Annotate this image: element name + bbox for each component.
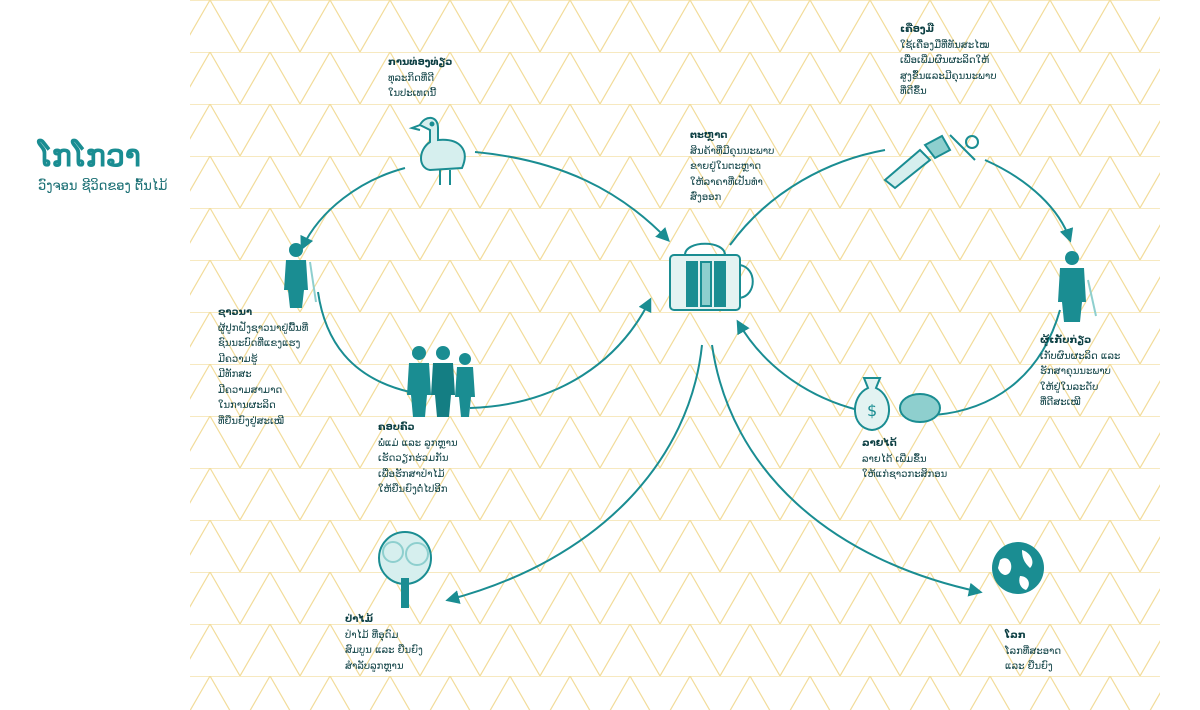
label-line: ເພື່ອເພີ່ມຜົນຜະລິດໃຫ້ [900,55,990,66]
svg-text:$: $ [867,401,877,420]
label-line: ໃນການຜະລິດ [218,400,276,411]
diagram-title: ໂກໂກວາ [38,139,141,174]
diagram-subtitle: ວົງຈອນ ຊີວິດຂອງ ຕົ້ນໄມ້ [38,179,168,194]
market-basket-icon [669,242,754,311]
label-line: ປ່າໄມ້ ທີ່ອຸດົມ [345,629,399,641]
label-line: ມີຄວາມສາມາດ [218,384,283,396]
goose-icon [408,116,466,185]
label-tree-head: ປ່າໄມ້ [345,614,374,625]
label-money-head: ລາຍໄດ້ [862,438,897,449]
arrow-market-to-globe [711,344,983,597]
label-line: ທີ່ດີສະເໝີ [1040,397,1081,408]
label-line: ທີ່ດີຂຶ້ນ [900,86,927,97]
label-line: ເຮັດວຽກຮ່ວມກັນ [378,453,449,464]
arrow-money-to-market [736,319,859,411]
label-center-head: ຕະຫຼາດ [690,130,728,141]
tools-icon [883,134,979,190]
label-line: ເພື່ອຮັກສາປ່າໄມ້ [378,468,445,480]
label-line: ໃຊ້ເຄື່ອງມືທີ່ທັນສະໄໝ [900,39,990,51]
label-line: ໂລກທີ່ສະອາດ [1005,645,1062,657]
label-goose: ການທ່ອງທ່ຽວ ທຸລະກິດທີ່ດີ ໃນປະເທດນີ້ [388,55,452,102]
label-farmer: ຊາວນາ ຜູ້ປູກຝັງຊາວນາຢູ່ພື້ນທີ່ ຊົນນະບົດທ… [218,305,308,429]
money-bag-icon: $ [854,377,941,432]
label-line: ເກັບຜົນຜະລິດ ແລະ [1040,350,1121,362]
label-tools: ເຄື່ອງມື ໃຊ້ເຄື່ອງມືທີ່ທັນສະໄໝ ເພື່ອເພີ່… [900,22,997,100]
family-icon [407,346,475,417]
label-farmer-head: ຊາວນາ [218,307,253,318]
label-globe-head: ໂລກ [1005,630,1026,641]
flow-arrows [300,149,1074,604]
arrow-goose-to-farmer [300,167,406,251]
label-money: ລາຍໄດ້ ລາຍໄດ້ ເພີ່ມຂຶ້ນ ໃຫ້ແກ່ຊາວກະສິກອນ [862,436,947,483]
label-worker: ຜູ້ເກັບກ່ຽວ ເກັບຜົນຜະລິດ ແລະ ຮັກສາຄຸນນະພ… [1040,333,1120,411]
title-block: ໂກໂກວາ ວົງຈອນ ຊີວິດຂອງ ຕົ້ນໄມ້ [38,140,167,194]
label-line: ຜູ້ປູກຝັງຊາວນາຢູ່ພື້ນທີ່ [218,322,309,334]
label-line: ໃຫ້ຢູ່ໃນລະດັບ [1040,381,1099,393]
label-line: ຊົນນະບົດທີ່ແຂງແຮງ [218,338,301,349]
globe-icon [992,542,1044,594]
label-line: ຂາຍຢູ່ໃນຕະຫຼາດ [690,161,762,172]
label-line: ສົມບູນ ແລະ ຍືນຍົງ [345,645,423,656]
arrow-goose-to-market [474,151,670,243]
label-line: ໃຫ້ແກ່ຊາວກະສິກອນ [862,469,948,480]
arrow-market-to-tree [445,344,703,604]
arrow-worker-to-money [934,309,1061,416]
label-tools-head: ເຄື່ອງມື [900,24,934,35]
label-goose-head: ການທ່ອງທ່ຽວ [388,57,453,68]
label-line: ແລະ ຍືນຍົງ [1005,661,1053,672]
label-line: ທຸລະກິດທີ່ດີ [388,72,435,84]
label-globe: ໂລກ ໂລກທີ່ສະອາດ ແລະ ຍືນຍົງ [1005,628,1061,675]
tree-icon [378,531,432,608]
label-line: ໃຫ້ຍືນຍົງຕໍ່ໄປອີກ [378,484,448,495]
label-line: ໃຫ້ລາຄາທີ່ເປັນທຳ [690,176,763,188]
label-worker-head: ຜູ້ເກັບກ່ຽວ [1040,335,1092,346]
label-center: ຕະຫຼາດ ສິນຄ້າທີ່ມີຄຸນນະພາບ ຂາຍຢູ່ໃນຕະຫຼາ… [690,128,774,206]
background-pattern [190,0,1160,710]
label-line: ສູງຂຶ້ນແລະມີຄຸນນະພາບ [900,70,997,82]
arrow-family-to-market [469,297,652,409]
label-family-head: ຄອບຄົວ [378,422,415,433]
label-line: ໃນປະເທດນີ້ [388,88,437,99]
label-line: ສິນຄ້າທີ່ມີຄຸນນະພາບ [690,145,775,157]
label-tree: ປ່າໄມ້ ປ່າໄມ້ ທີ່ອຸດົມ ສົມບູນ ແລະ ຍືນຍົງ… [345,612,423,674]
label-line: ມີຄວາມຮູ້ [218,353,258,365]
label-line: ມີທັກສະ [218,369,252,380]
farmer-icon [284,243,317,308]
arrow-market-to-tools [729,149,886,246]
worker-icon [1058,251,1097,322]
arrow-tools-to-worker [984,159,1074,243]
label-line: ທີ່ຍືນຍົງຢູ່ສະເໝີ [218,415,284,427]
label-line: ລາຍໄດ້ ເພີ່ມຂຶ້ນ [862,453,927,465]
label-family: ຄອບຄົວ ພໍ່ແມ່ ແລະ ລູກຫຼານ ເຮັດວຽກຮ່ວມກັນ… [378,420,458,498]
label-line: ສົ່ງອອກ [690,192,722,203]
label-line: ພໍ່ແມ່ ແລະ ລູກຫຼານ [378,437,458,449]
label-line: ຮັກສາຄຸນນະພາບ [1040,366,1111,377]
arrow-farmer-to-family [317,291,411,393]
label-line: ສຳລັບລູກຫຼານ [345,660,404,672]
